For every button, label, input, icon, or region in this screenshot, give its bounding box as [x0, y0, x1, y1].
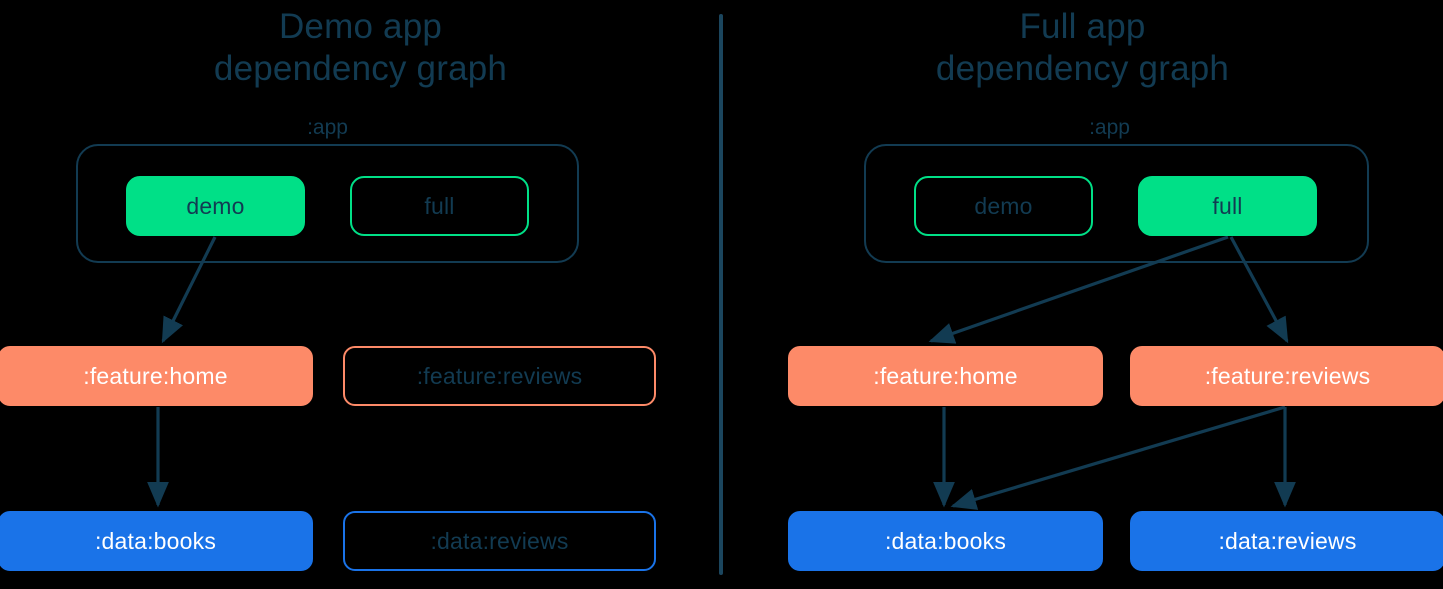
node-label: full	[1212, 192, 1243, 219]
group-label-app-full: :app	[1089, 116, 1130, 139]
panel-title-full: Full app dependency graph	[935, 7, 1230, 88]
node-label: :feature:reviews	[416, 362, 583, 389]
node-data-books[interactable]: :data:books	[0, 511, 313, 571]
node-label: :data:reviews	[1218, 527, 1357, 554]
panel-title-demo: Demo app dependency graph	[213, 7, 508, 88]
node-label: :feature:reviews	[1204, 362, 1371, 389]
panel-demo-app: Demo app dependency graph :app demo full…	[0, 0, 721, 589]
node-label: :data:reviews	[430, 527, 569, 554]
group-box-app-demo	[76, 144, 579, 263]
node-demo[interactable]: demo	[914, 176, 1093, 236]
group-box-app-full	[864, 144, 1369, 263]
node-feature-reviews[interactable]: :feature:reviews	[1130, 346, 1443, 406]
node-feature-home[interactable]: :feature:home	[788, 346, 1103, 406]
node-full[interactable]: full	[350, 176, 529, 236]
node-feature-home[interactable]: :feature:home	[0, 346, 313, 406]
node-label: full	[424, 192, 455, 219]
node-label: demo	[186, 192, 245, 219]
node-label: :data:books	[94, 527, 217, 554]
node-data-books[interactable]: :data:books	[788, 511, 1103, 571]
panel-divider	[719, 14, 723, 575]
node-label: demo	[974, 192, 1033, 219]
node-label: :data:books	[884, 527, 1007, 554]
node-label: :feature:home	[873, 362, 1018, 389]
node-label: :feature:home	[83, 362, 228, 389]
panel-full-app: Full app dependency graph :app demo full…	[722, 0, 1443, 589]
group-label-app-demo: :app	[307, 116, 348, 139]
node-data-reviews[interactable]: :data:reviews	[1130, 511, 1443, 571]
node-data-reviews[interactable]: :data:reviews	[343, 511, 656, 571]
node-demo[interactable]: demo	[126, 176, 305, 236]
node-feature-reviews[interactable]: :feature:reviews	[343, 346, 656, 406]
node-full[interactable]: full	[1138, 176, 1317, 236]
